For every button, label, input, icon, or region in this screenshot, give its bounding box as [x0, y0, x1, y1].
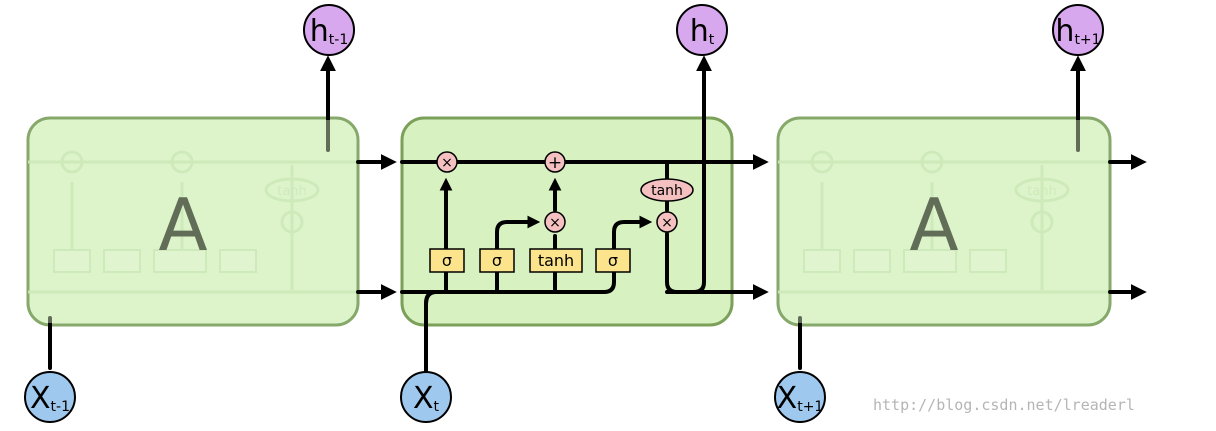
output-gate-label: σ — [608, 251, 618, 270]
input-multiply-label: × — [549, 215, 561, 231]
right-module-ghost-internals: tanh — [778, 150, 1110, 294]
forget-multiply-label: × — [441, 155, 453, 171]
input-nodes: Xt-1 Xt Xt+1 — [24, 371, 826, 423]
right-module-label: A — [909, 183, 958, 267]
svg-text:Xt: Xt — [413, 381, 440, 416]
right-module-box — [776, 116, 1112, 327]
input-node-x-t-minus-1: Xt-1 — [24, 371, 76, 423]
watermark: http://blog.csdn.net/lreaderl — [873, 396, 1135, 414]
x-t-plus-1-circle — [774, 371, 826, 423]
x-t-sub: t — [434, 399, 440, 415]
middle-module — [400, 116, 734, 327]
cell-tanh-label: tanh — [651, 183, 683, 199]
h-t-plus-1-sub: t+1 — [1074, 32, 1100, 48]
left-module-box — [26, 116, 360, 327]
svg-text:Xt-1: Xt-1 — [30, 381, 70, 416]
svg-text:ht-1: ht-1 — [310, 14, 348, 49]
svg-text:Xt+1: Xt+1 — [777, 381, 824, 416]
gates: σ σ tanh σ — [429, 248, 631, 273]
forget-gate-label: σ — [442, 251, 452, 270]
right-module: tanh A — [776, 116, 1112, 327]
h-t-plus-1-circle — [1052, 4, 1104, 56]
output-node-h-t-plus-1: ht+1 — [1052, 4, 1104, 56]
input-multiply-icon — [544, 211, 566, 233]
output-gate-output — [612, 215, 653, 250]
input-gate-label: σ — [492, 251, 502, 270]
input-node-x-t-plus-1: Xt+1 — [774, 371, 826, 423]
h-t-sub: t — [709, 32, 715, 48]
svg-text:ht: ht — [690, 14, 715, 49]
h-t-main: h — [690, 14, 709, 49]
output-node-h-t-minus-1: ht-1 — [303, 4, 355, 56]
hidden-bus — [424, 270, 616, 306]
pointwise-ops: × + × tanh × — [436, 151, 694, 233]
x-t-minus-1-circle — [24, 371, 76, 423]
wires — [48, 55, 1147, 374]
h-t-minus-1-sub: t-1 — [329, 32, 348, 48]
svg-text:ht+1: ht+1 — [1055, 14, 1100, 49]
candidate-gate-label: tanh — [538, 251, 574, 270]
output-gate — [595, 248, 631, 273]
h-t-plus-1-main: h — [1055, 14, 1074, 49]
left-module-label: A — [158, 183, 207, 267]
output-multiply-icon — [656, 211, 678, 233]
output-node-h-t: ht — [676, 4, 728, 56]
candidate-gate — [529, 248, 583, 273]
cell-tanh-icon — [640, 178, 694, 202]
left-module: tanh A — [26, 116, 360, 327]
h-t-minus-1-main: h — [310, 14, 329, 49]
input-gate-output — [495, 215, 541, 250]
middle-module-box — [400, 116, 734, 327]
output-nodes: ht-1 ht ht+1 — [303, 4, 1104, 56]
middle-output-arrow — [665, 55, 712, 294]
cell-add-label: + — [548, 153, 562, 173]
left-module-ghost-internals: tanh — [28, 150, 358, 294]
x-t-minus-1-sub: t-1 — [51, 399, 70, 415]
svg-text:tanh: tanh — [277, 184, 307, 199]
x-t-plus-1-main: X — [777, 381, 798, 416]
right-module-overlay — [780, 120, 1108, 323]
input-gate — [479, 248, 515, 273]
h-t-minus-1-circle — [303, 4, 355, 56]
forget-gate — [429, 248, 465, 273]
left-module-overlay — [30, 120, 356, 323]
cell-add-icon — [544, 151, 566, 173]
x-t-circle — [400, 371, 452, 423]
input-node-x-t: Xt — [400, 371, 452, 423]
x-t-main: X — [413, 381, 434, 416]
x-t-minus-1-main: X — [30, 381, 51, 416]
h-t-circle — [676, 4, 728, 56]
forget-multiply-icon — [436, 151, 458, 173]
x-t-plus-1-sub: t+1 — [797, 399, 823, 415]
svg-text:tanh: tanh — [1027, 184, 1057, 199]
output-multiply-label: × — [661, 215, 673, 231]
